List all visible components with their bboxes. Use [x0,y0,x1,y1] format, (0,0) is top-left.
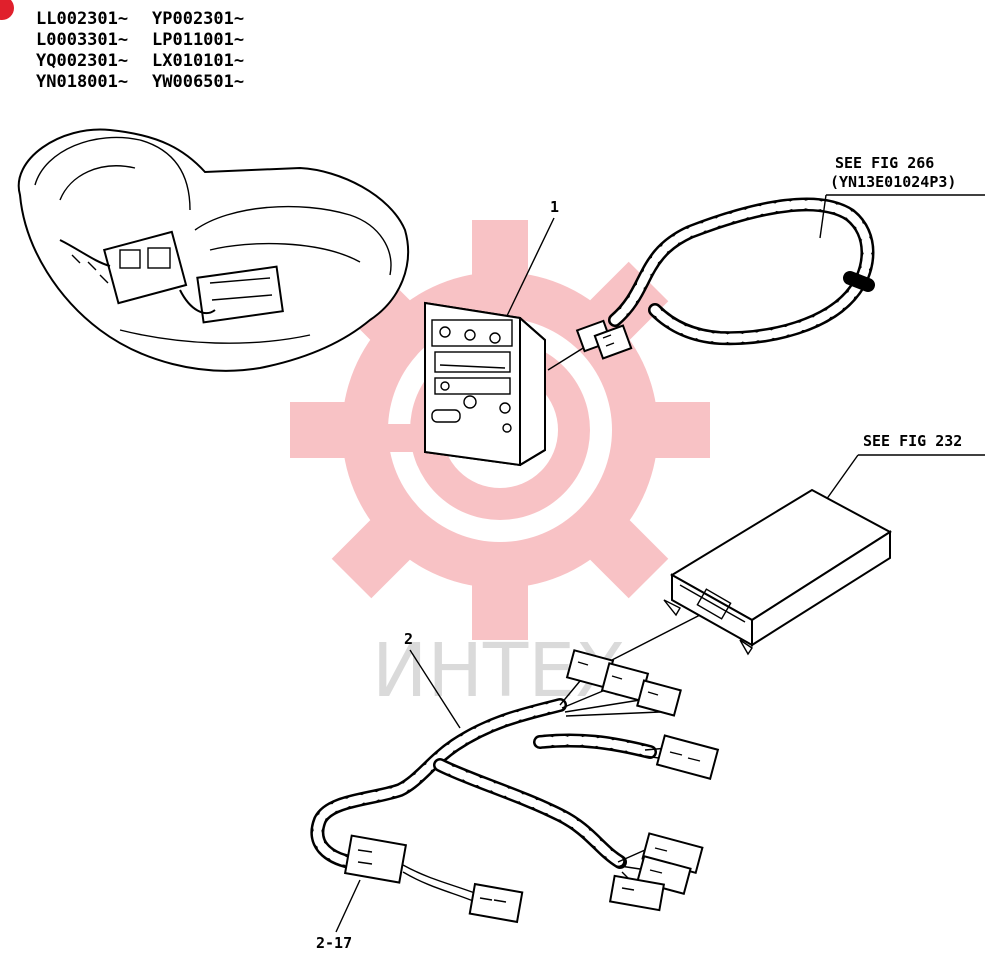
leader-line [335,879,361,933]
serial-number: LL002301~ [36,9,128,29]
leader-line [409,649,461,729]
corner-marker-icon [0,0,14,20]
harness-reference-subtext: (YN13E01024P3) [830,173,956,191]
serial-number-block: LL002301~ YP002301~ L0003301~ LP011001~ … [36,9,244,92]
serial-number: LP011001~ [152,30,244,50]
serial-number: YQ002301~ [36,51,128,71]
controller-unit [663,488,892,656]
cab-assembly [17,128,410,372]
harness-reference-text: SEE FIG 266 [835,154,934,172]
leader-line [819,194,827,239]
upper-wire-harness [575,197,875,360]
leader-line [504,217,555,321]
part-label-sub-connector: 2-17 [316,934,352,952]
control-panel [424,301,546,467]
serial-number: LX010101~ [152,51,244,71]
serial-number: YP002301~ [152,9,244,29]
controller-reference-text: SEE FIG 232 [863,432,962,450]
leader-line [825,454,859,501]
serial-number: L0003301~ [36,30,128,50]
main-wire-harness [310,649,720,924]
part-label-panel: 1 [550,198,559,216]
serial-number: YN018001~ [36,72,128,92]
serial-number: YW006501~ [152,72,244,92]
connection-line [547,344,589,371]
part-label-wire-harness: 2 [404,630,413,648]
connection-line [611,614,701,661]
